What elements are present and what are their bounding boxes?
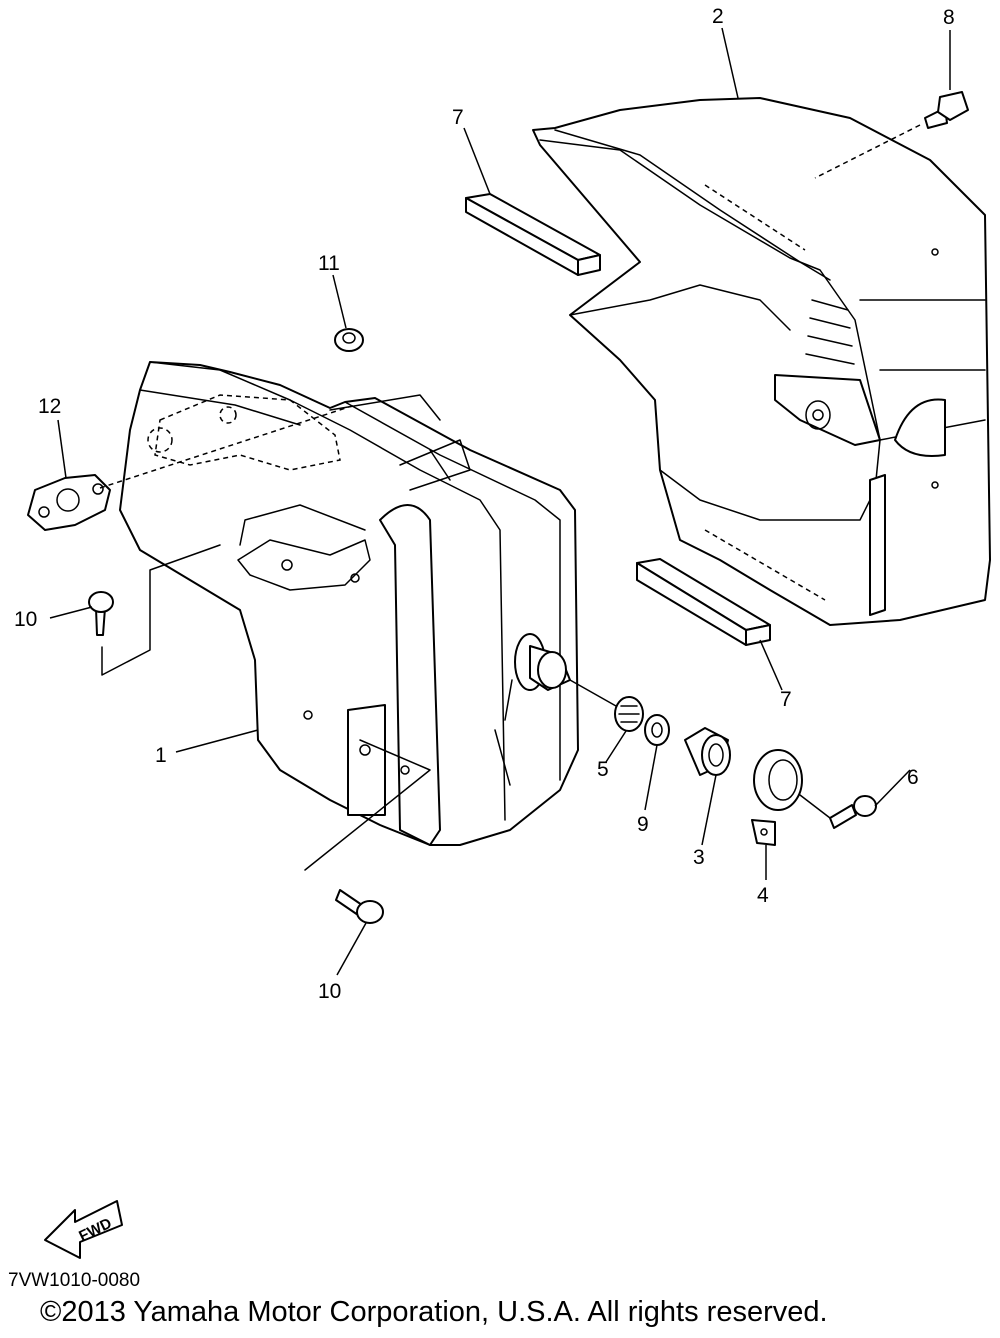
bolt-lower-part-10 <box>335 889 384 924</box>
diagram-code: 7VW1010-0080 <box>8 1270 141 1291</box>
callout-8: 8 <box>943 6 955 29</box>
callout-1: 1 <box>155 744 167 767</box>
callout-3: 3 <box>693 846 705 869</box>
gasket-part-12 <box>27 474 111 531</box>
callout-7-lower: 7 <box>780 688 792 711</box>
bolt-part-8 <box>924 91 969 129</box>
seal-strip-lower-part-7 <box>636 558 771 646</box>
callout-10-upper: 10 <box>14 608 37 631</box>
forward-arrow-icon: FWD <box>44 1200 123 1259</box>
callout-2: 2 <box>712 5 724 28</box>
nut-part-11 <box>334 328 364 352</box>
pipe-part-3 <box>684 727 731 776</box>
muffler-part-1 <box>119 361 579 846</box>
seal-strip-upper-part-7 <box>465 193 601 276</box>
copyright-notice: ©2013 Yamaha Motor Corporation, U.S.A. A… <box>40 1296 828 1328</box>
cover-louver-slots <box>805 299 855 365</box>
callout-9: 9 <box>637 813 649 836</box>
assembly-lines <box>99 124 921 871</box>
callout-12: 12 <box>38 395 61 418</box>
muffler-cover-part-2 <box>532 97 991 626</box>
callout-7-upper: 7 <box>452 106 464 129</box>
callout-11: 11 <box>318 252 340 275</box>
callout-labels: 2 8 7 11 12 10 1 5 9 3 4 6 7 10 <box>14 5 955 1003</box>
bolt-upper-part-10 <box>88 591 114 636</box>
callout-6: 6 <box>907 766 919 789</box>
clamp-part-4 <box>751 749 803 846</box>
callout-10-lower: 10 <box>318 980 341 1003</box>
callout-5: 5 <box>597 758 609 781</box>
callout-4: 4 <box>757 884 769 907</box>
washer-part-9 <box>644 714 670 746</box>
bolt-part-6 <box>829 795 877 829</box>
screen-part-5 <box>614 696 644 732</box>
callout-leaders <box>49 27 951 976</box>
